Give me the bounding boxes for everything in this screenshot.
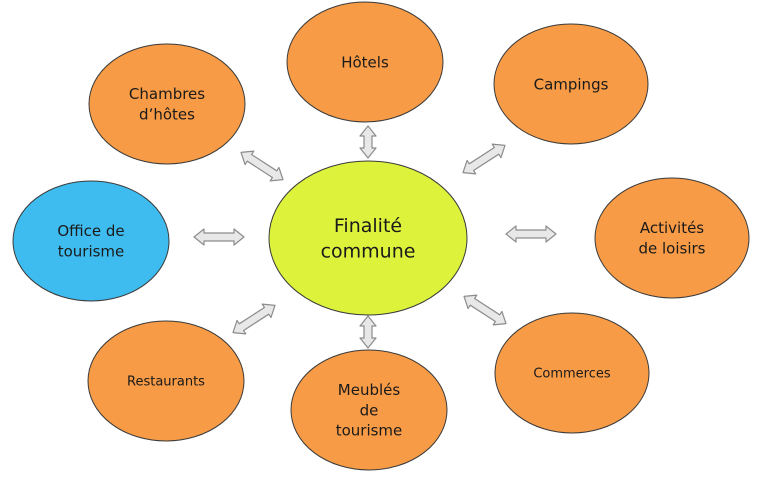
center-finalite-commune-node: Finalité commune bbox=[268, 160, 468, 316]
commerces-ellipse bbox=[494, 312, 650, 434]
arrow-center-chambres bbox=[240, 150, 284, 182]
activites-loisirs-label-line: Activités bbox=[640, 219, 704, 237]
meubles-tourisme-label-line: Meublés bbox=[338, 381, 401, 399]
activites-loisirs-label-line: de loisirs bbox=[639, 239, 706, 257]
activites-loisirs-ellipse bbox=[594, 177, 750, 299]
restaurants-ellipse bbox=[87, 320, 245, 442]
activites-loisirs-node: Activités de loisirs bbox=[594, 177, 750, 299]
commerces-label-line: Commerces bbox=[533, 367, 611, 382]
center-finalite-commune-ellipse bbox=[268, 160, 468, 316]
arrow-center-activites bbox=[505, 225, 557, 243]
chambres-hotes-label-line: Chambres bbox=[129, 85, 205, 103]
meubles-tourisme-ellipse bbox=[290, 349, 448, 471]
chambres-hotes-node: Chambres d’hôtes bbox=[88, 43, 246, 165]
meubles-tourisme-node: Meublés de tourisme bbox=[290, 349, 448, 471]
office-tourisme-label-line: Office de bbox=[57, 222, 124, 240]
meubles-tourisme-label-line: tourisme bbox=[336, 422, 403, 440]
hotels-ellipse bbox=[286, 1, 444, 123]
chambres-hotes-label-line: d’hôtes bbox=[139, 105, 195, 123]
arrow-center-meubles bbox=[359, 315, 377, 349]
arrow-center-campings bbox=[462, 143, 506, 175]
meubles-tourisme-label-line: de bbox=[360, 401, 379, 419]
restaurants-node: Restaurants bbox=[87, 320, 245, 442]
commerces-node: Commerces bbox=[494, 312, 650, 434]
arrow-center-office bbox=[193, 228, 245, 246]
arrow-center-restaurants bbox=[232, 303, 276, 335]
office-tourisme-label-line: tourisme bbox=[58, 242, 125, 260]
arrow-center-hotels bbox=[359, 125, 377, 159]
hotels-label-line: Hôtels bbox=[341, 53, 389, 71]
restaurants-label-line: Restaurants bbox=[127, 375, 205, 390]
center-finalite-commune-label-line: commune bbox=[321, 240, 416, 262]
arrow-center-commerces bbox=[463, 294, 507, 326]
center-finalite-commune-label-line: Finalité bbox=[334, 215, 402, 237]
hotels-node: Hôtels bbox=[286, 1, 444, 123]
campings-label-line: Campings bbox=[534, 75, 609, 93]
chambres-hotes-ellipse bbox=[88, 43, 246, 165]
office-tourisme-ellipse bbox=[12, 180, 170, 302]
campings-node: Campings bbox=[493, 23, 649, 145]
office-tourisme-node: Office de tourisme bbox=[12, 180, 170, 302]
campings-ellipse bbox=[493, 23, 649, 145]
